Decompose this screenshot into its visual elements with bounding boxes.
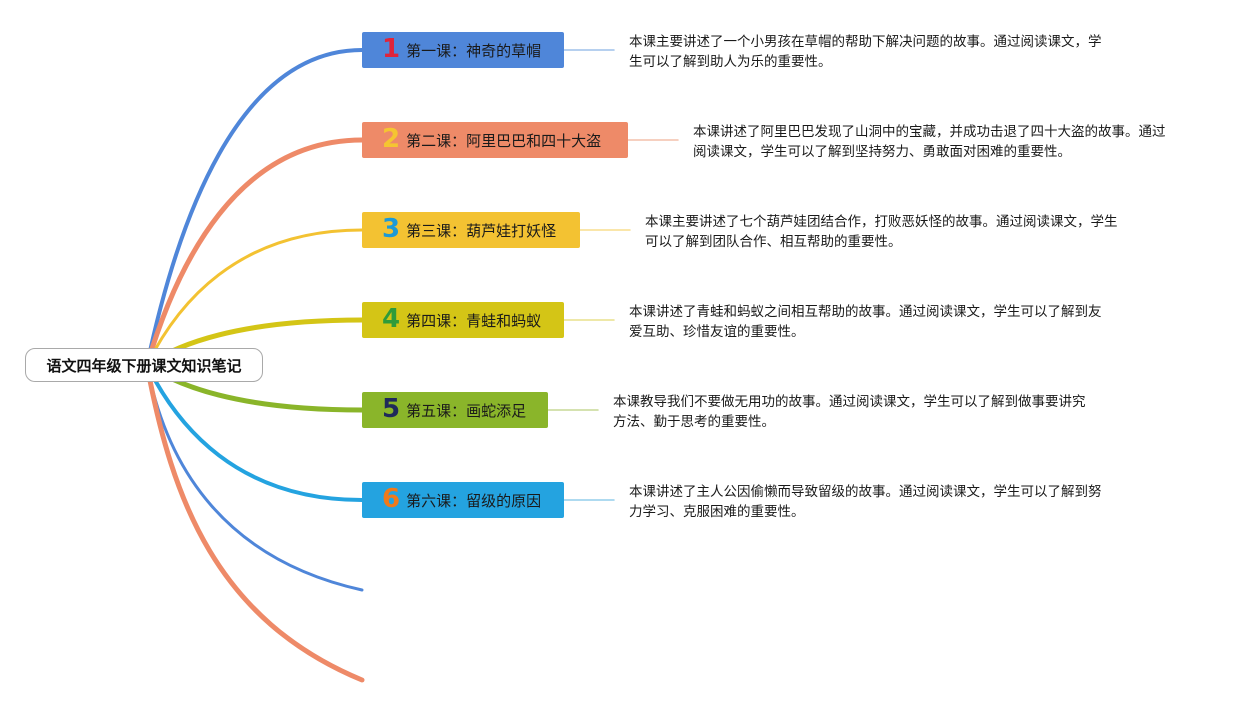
root-topic[interactable]: 语文四年级下册课文知识笔记 bbox=[25, 348, 263, 382]
lesson-5-summary-line-2: 方法、勤于思考的重要性。 bbox=[613, 414, 775, 430]
lesson-6-summary-line-2: 力学习、克服困难的重要性。 bbox=[629, 504, 805, 520]
lesson-4-summary-line-1: 本课讲述了青蛙和蚂蚁之间相互帮助的故事。通过阅读课文，学生可以了解到友 bbox=[629, 304, 1102, 320]
lesson-2-topic[interactable]: 2 第二课：阿里巴巴和四十大盗 bbox=[362, 122, 628, 158]
lesson-6-topic[interactable]: 6 第六课：留级的原因 bbox=[362, 482, 564, 518]
lesson-4-title: 第四课：青蛙和蚂蚁 bbox=[406, 311, 542, 330]
lesson-6-number: 6 bbox=[382, 484, 401, 514]
lesson-1-summary-line-1: 本课主要讲述了一个小男孩在草帽的帮助下解决问题的故事。通过阅读课文，学 bbox=[629, 34, 1102, 50]
lesson-3-number: 3 bbox=[382, 214, 401, 244]
branch-lesson-3 bbox=[145, 228, 364, 367]
lesson-3-summary-line-1: 本课主要讲述了七个葫芦娃团结合作，打败恶妖怪的故事。通过阅读课文，学生 bbox=[645, 214, 1118, 230]
lesson-2-number: 2 bbox=[382, 124, 401, 154]
branch-lesson-1 bbox=[145, 48, 364, 367]
branch-lesson-6 bbox=[145, 363, 364, 502]
lesson-4-number: 4 bbox=[382, 304, 401, 334]
root-title: 语文四年级下册课文知识笔记 bbox=[46, 356, 242, 375]
lesson-1-number: 1 bbox=[382, 34, 401, 64]
lesson-1-title: 第一课：神奇的草帽 bbox=[406, 41, 542, 60]
lesson-3-summary: 本课主要讲述了七个葫芦娃团结合作，打败恶妖怪的故事。通过阅读课文，学生 可以了解… bbox=[645, 212, 1118, 252]
lesson-3-title: 第三课：葫芦娃打妖怪 bbox=[406, 221, 557, 240]
lesson-3-topic[interactable]: 3 第三课：葫芦娃打妖怪 bbox=[362, 212, 580, 248]
branch-lesson-2 bbox=[144, 137, 365, 368]
lesson-2-summary-line-2: 阅读课文，学生可以了解到坚持努力、勇敢面对困难的重要性。 bbox=[693, 144, 1071, 160]
lesson-5-number: 5 bbox=[382, 394, 401, 424]
lesson-2-summary-line-1: 本课讲述了阿里巴巴发现了山洞中的宝藏，并成功击退了四十大盗的故事。通过 bbox=[693, 124, 1166, 140]
lesson-5-summary-line-1: 本课教导我们不要做无用功的故事。通过阅读课文，学生可以了解到做事要讲究 bbox=[613, 394, 1086, 410]
lesson-5-title: 第五课：画蛇添足 bbox=[406, 401, 527, 420]
lesson-3-summary-line-2: 可以了解到团队合作、相互帮助的重要性。 bbox=[645, 234, 902, 250]
lesson-4-topic[interactable]: 4 第四课：青蛙和蚂蚁 bbox=[362, 302, 564, 338]
lesson-4-summary: 本课讲述了青蛙和蚂蚁之间相互帮助的故事。通过阅读课文，学生可以了解到友 爱互助、… bbox=[629, 302, 1102, 342]
lesson-5-summary: 本课教导我们不要做无用功的故事。通过阅读课文，学生可以了解到做事要讲究 方法、勤… bbox=[613, 392, 1086, 432]
lesson-6-summary-line-1: 本课讲述了主人公因偷懒而导致留级的故事。通过阅读课文，学生可以了解到努 bbox=[629, 484, 1102, 500]
lesson-4-summary-line-2: 爱互助、珍惜友谊的重要性。 bbox=[629, 324, 805, 340]
lesson-5-topic[interactable]: 5 第五课：画蛇添足 bbox=[362, 392, 548, 428]
extra-branch-2 bbox=[144, 362, 365, 683]
lesson-2-title: 第二课：阿里巴巴和四十大盗 bbox=[406, 131, 602, 150]
lesson-2-summary: 本课讲述了阿里巴巴发现了山洞中的宝藏，并成功击退了四十大盗的故事。通过 阅读课文… bbox=[693, 122, 1166, 162]
lesson-1-summary: 本课主要讲述了一个小男孩在草帽的帮助下解决问题的故事。通过阅读课文，学 生可以了… bbox=[629, 32, 1102, 72]
lesson-6-title: 第六课：留级的原因 bbox=[406, 491, 542, 510]
lesson-1-summary-line-2: 生可以了解到助人为乐的重要性。 bbox=[629, 54, 832, 70]
lesson-1-topic[interactable]: 1 第一课：神奇的草帽 bbox=[362, 32, 564, 68]
lesson-6-summary: 本课讲述了主人公因偷懒而导致留级的故事。通过阅读课文，学生可以了解到努 力学习、… bbox=[629, 482, 1102, 522]
